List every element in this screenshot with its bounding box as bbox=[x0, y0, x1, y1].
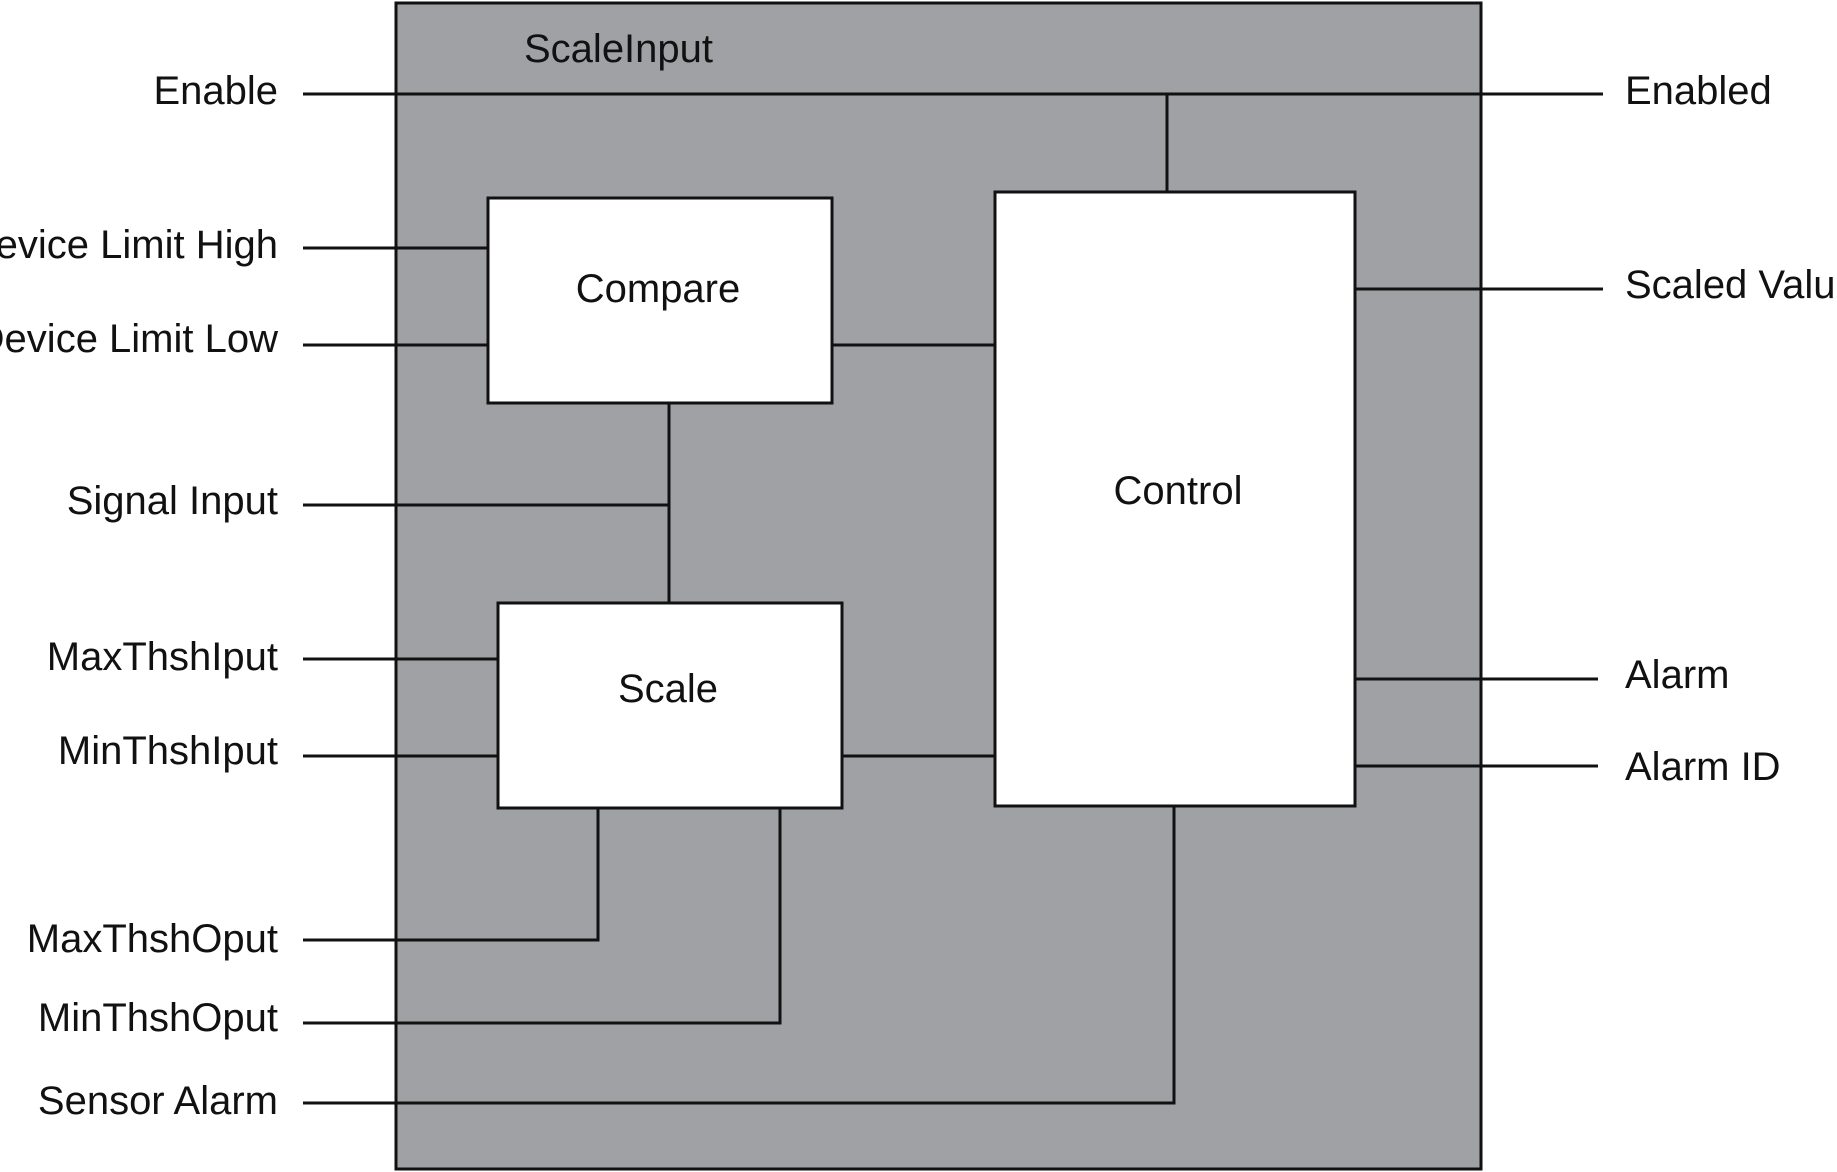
input-labels: Enable Device Limit High Device Limit Lo… bbox=[0, 69, 278, 1123]
wire-sensor-alarm bbox=[303, 806, 1176, 1105]
compare-box bbox=[486, 196, 834, 405]
input-label-max-thsh-iput: MaxThshIput bbox=[47, 635, 278, 679]
control-box bbox=[993, 190, 1357, 808]
input-label-min-thsh-iput: MinThshIput bbox=[58, 729, 278, 773]
output-label-enabled: Enabled bbox=[1625, 69, 1772, 113]
wires bbox=[303, 92, 1603, 1105]
input-label-signal-input: Signal Input bbox=[67, 479, 278, 523]
input-label-enable: Enable bbox=[153, 69, 278, 113]
scale-label: Scale bbox=[618, 667, 718, 711]
wire-min-thsh-oput bbox=[303, 806, 782, 1025]
input-label-sensor-alarm: Sensor Alarm bbox=[38, 1079, 278, 1123]
input-label-device-limit-high: Device Limit High bbox=[0, 223, 278, 267]
scale-block: Scale bbox=[496, 601, 844, 810]
input-label-device-limit-low: Device Limit Low bbox=[0, 317, 278, 361]
output-labels: Enabled Scaled Value Alarm Alarm ID bbox=[1625, 69, 1837, 789]
scaleinput-title: ScaleInput bbox=[524, 27, 713, 71]
input-label-min-thsh-oput: MinThshOput bbox=[38, 996, 278, 1040]
compare-block: Compare bbox=[486, 196, 834, 405]
control-label: Control bbox=[1114, 469, 1243, 513]
control-block: Control bbox=[993, 190, 1357, 808]
wire-max-thsh-oput bbox=[303, 806, 600, 942]
output-label-alarm: Alarm bbox=[1625, 653, 1729, 697]
input-label-max-thsh-oput: MaxThshOput bbox=[27, 917, 278, 961]
output-label-alarm-id: Alarm ID bbox=[1625, 745, 1781, 789]
output-label-scaled-value: Scaled Value bbox=[1625, 263, 1837, 307]
scale-box bbox=[496, 601, 844, 810]
compare-label: Compare bbox=[576, 267, 741, 311]
